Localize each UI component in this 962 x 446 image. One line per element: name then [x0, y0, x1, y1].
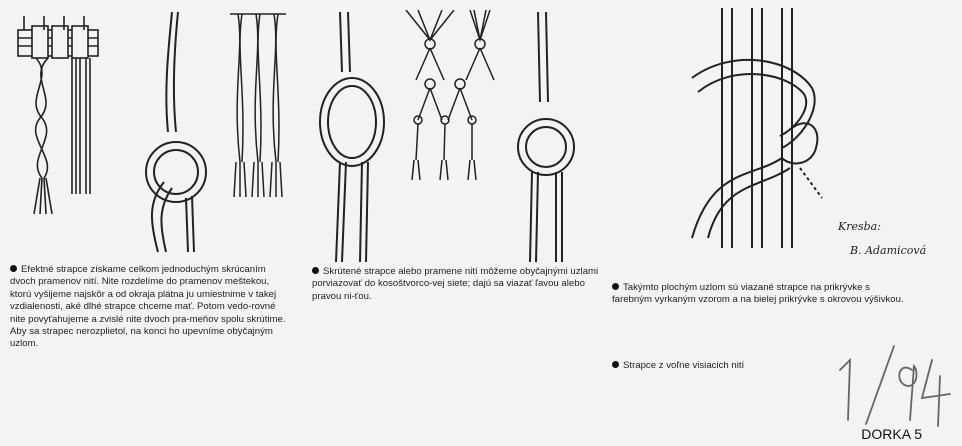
credit-author: B. Adamicová: [850, 244, 926, 257]
caption-hanging-threads: Strapce z voľne visiacich nití: [612, 360, 852, 372]
twisted-fringe-illustration: [14, 14, 104, 219]
caption-flat-knot: Takýmto plochým uzlom sú viazané strapce…: [612, 282, 908, 307]
flat-knot-illustration: [672, 8, 832, 248]
tasseled-strands-illustration: [228, 12, 288, 202]
handwritten-date-signature: [826, 340, 956, 435]
credit-label: Kresba:: [838, 220, 881, 233]
overhand-knot-illustration: [128, 12, 218, 262]
knotted-net-illustration: [400, 10, 510, 185]
bullet-icon: [312, 267, 319, 274]
loop-knot-illustration: [508, 12, 588, 262]
bullet-icon: [612, 361, 619, 368]
bullet-icon: [10, 265, 17, 272]
large-knot-illustration: [310, 12, 395, 262]
bullet-icon: [612, 283, 619, 290]
page-footer: DORKA 5: [861, 426, 922, 442]
caption-twisted-fringe: Efektné strapce získame celkom jednoduch…: [10, 264, 292, 351]
caption-knotted-net: Skrútené strapce alebo pramene nití môže…: [312, 266, 604, 303]
